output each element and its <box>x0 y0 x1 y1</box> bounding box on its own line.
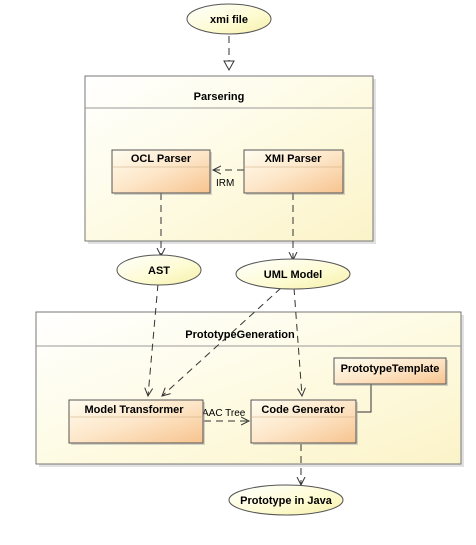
component-prototype-template[interactable]: PrototypeTemplate <box>333 357 448 386</box>
component-xmi-parser[interactable]: XMI Parser <box>243 149 345 195</box>
edge-label-aac-tree: AAC Tree <box>202 408 246 419</box>
edge-uml-model-to-model-transformer <box>162 287 282 396</box>
node-prototype-in-java-label: Prototype in Java <box>240 495 333 507</box>
package-prototype-generation-label: PrototypeGeneration <box>185 329 295 341</box>
component-xmi-parser-label: XMI Parser <box>265 153 323 165</box>
component-ocl-parser-label: OCL Parser <box>131 153 192 165</box>
node-xmi-file[interactable]: xmi file <box>186 3 272 35</box>
node-ast[interactable]: AST <box>116 254 202 286</box>
component-prototype-template-label: PrototypeTemplate <box>341 363 440 375</box>
edge-uml-model-to-code-generator <box>293 287 302 396</box>
edge-template-to-code-generator <box>357 384 372 413</box>
edge-label-irm: IRM <box>216 178 234 189</box>
package-parsering-label: Parsering <box>194 91 245 103</box>
node-uml-model-label: UML Model <box>264 269 322 281</box>
component-code-generator[interactable]: Code Generator <box>250 399 358 445</box>
node-prototype-in-java[interactable]: Prototype in Java <box>228 484 344 516</box>
node-ast-label: AST <box>148 265 170 277</box>
component-model-transformer[interactable]: Model Transformer <box>68 399 205 445</box>
edge-ast-to-model-transformer <box>148 283 159 396</box>
node-uml-model[interactable]: UML Model <box>235 258 351 290</box>
node-xmi-file-label: xmi file <box>210 14 248 26</box>
component-model-transformer-label: Model Transformer <box>84 404 184 416</box>
component-ocl-parser[interactable]: OCL Parser <box>111 149 212 195</box>
component-code-generator-label: Code Generator <box>261 404 345 416</box>
